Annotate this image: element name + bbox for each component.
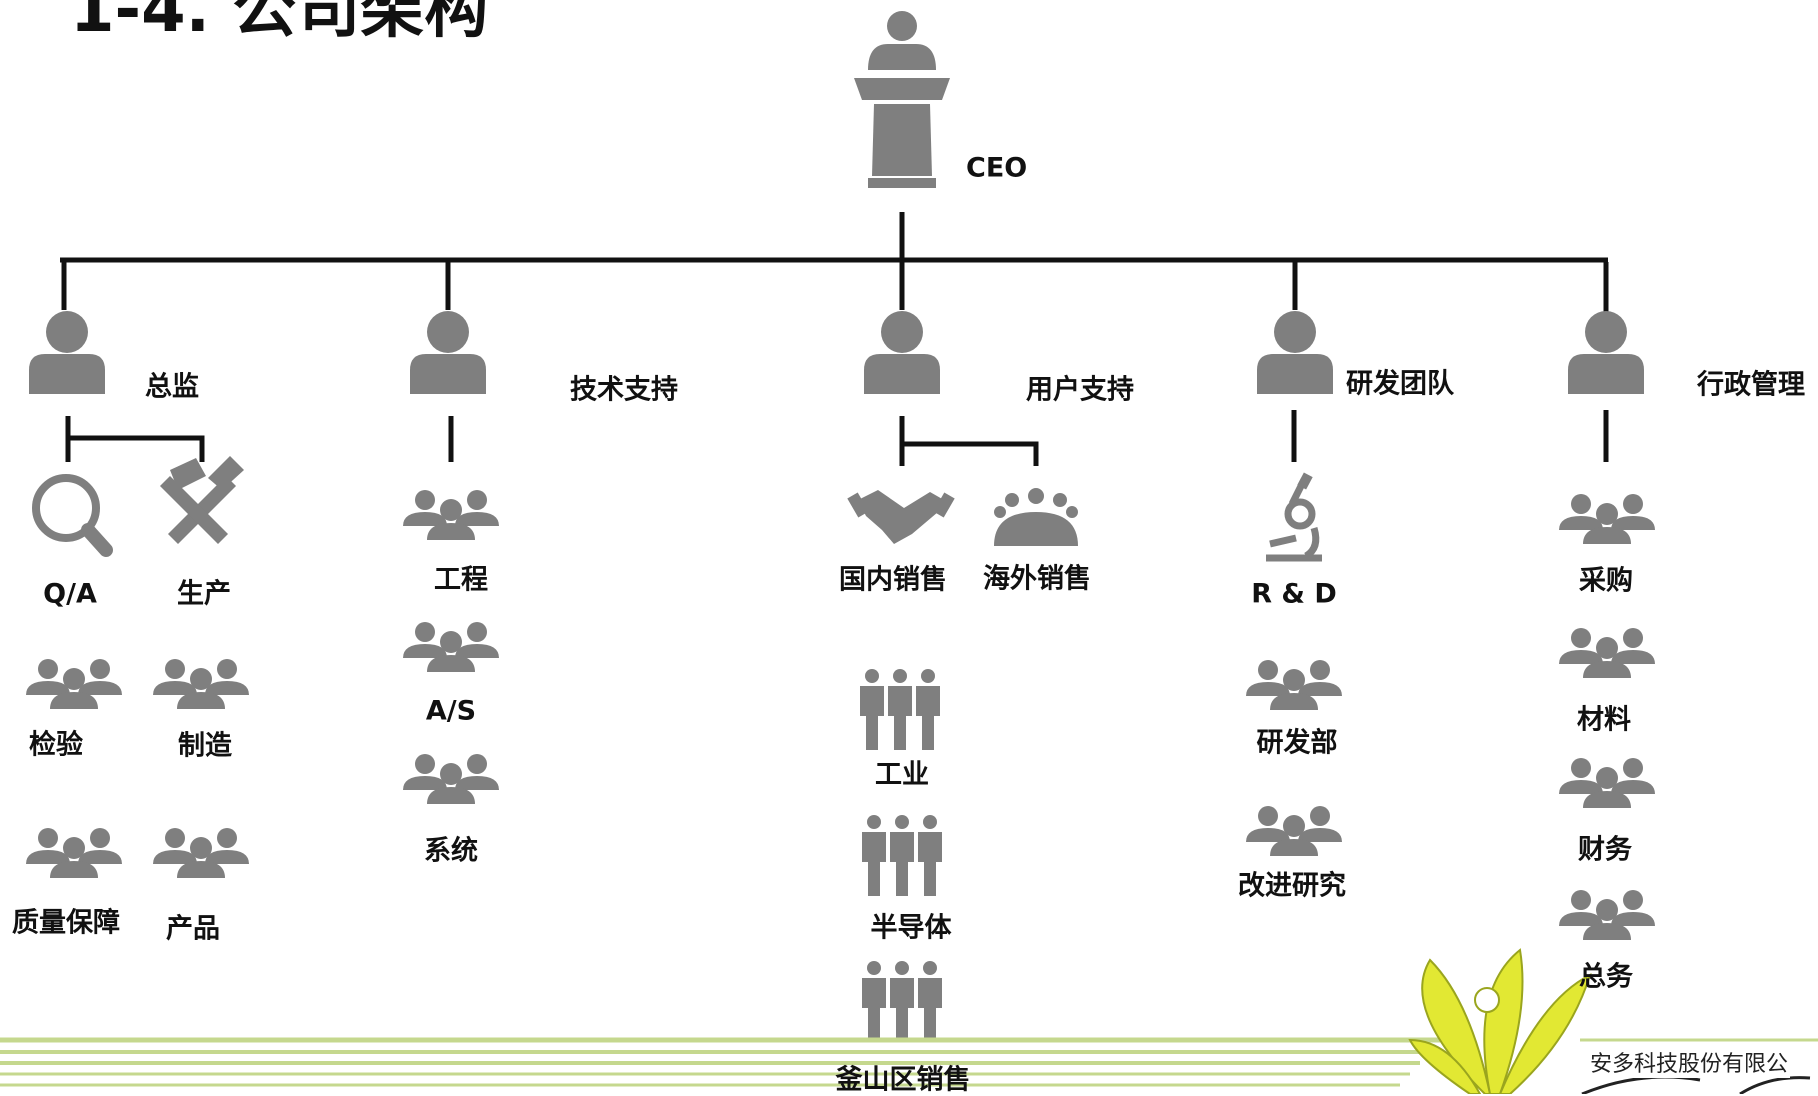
team-label-product: 产品 xyxy=(166,913,220,945)
group-icon xyxy=(1559,494,1655,544)
team-label-general-affairs: 总务 xyxy=(1579,961,1633,993)
group-icon xyxy=(403,754,499,804)
group-icon xyxy=(403,622,499,672)
group-icon xyxy=(1559,890,1655,940)
hammer-pick-icon xyxy=(160,456,244,544)
team-label-engineering: 工程 xyxy=(434,564,488,596)
team-label-quality-assurance: 质量保障 xyxy=(12,907,120,939)
team-label-improvement-research: 改进研究 xyxy=(1238,870,1346,902)
meeting-icon xyxy=(994,488,1078,546)
group-icon xyxy=(26,659,122,709)
team-label-manufacturing: 制造 xyxy=(178,730,232,762)
group-icon xyxy=(1246,660,1342,710)
division-label-rnd-team: 研发团队 xyxy=(1346,368,1454,400)
person-icon xyxy=(410,311,486,394)
team-label-as: A/S xyxy=(425,695,477,727)
unit-label-overseas-sales: 海外销售 xyxy=(983,563,1091,595)
division-label-user-support: 用户支持 xyxy=(1026,374,1134,406)
group-icon xyxy=(153,659,249,709)
group-icon xyxy=(1559,758,1655,808)
crowd-icon xyxy=(862,815,942,896)
team-label-rnd-dept: 研发部 xyxy=(1256,727,1338,759)
person-icon xyxy=(29,311,105,394)
company-name: 安多科技股份有限公 xyxy=(1588,1046,1791,1078)
ceo-label: CEO xyxy=(966,152,1028,184)
team-label-busan-sales: 釜山区销售 xyxy=(835,1064,971,1096)
crowd-icon xyxy=(862,961,942,1042)
group-icon xyxy=(403,490,499,540)
person-icon xyxy=(1257,311,1333,394)
flower-logo xyxy=(1408,948,1811,1094)
team-label-inspection: 检验 xyxy=(29,729,83,761)
team-label-purchasing: 采购 xyxy=(1579,565,1633,597)
footer-stripes xyxy=(0,1037,1818,1087)
team-label-finance: 财务 xyxy=(1578,834,1632,866)
podium-speaker-icon xyxy=(854,11,950,188)
team-label-semiconductor: 半导体 xyxy=(870,912,952,944)
team-label-system: 系统 xyxy=(424,835,478,867)
person-icon xyxy=(1568,311,1644,394)
connector-lines xyxy=(60,212,1609,466)
team-label-materials: 材料 xyxy=(1577,704,1631,736)
unit-label-domestic-sales: 国内销售 xyxy=(839,564,947,596)
division-label-tech-support: 技术支持 xyxy=(570,374,678,406)
team-label-industrial: 工业 xyxy=(875,759,929,791)
page-title: 1-4. 公司架构 xyxy=(70,0,489,47)
group-icon xyxy=(153,828,249,878)
unit-label-qa: Q/A xyxy=(43,578,97,610)
division-label-admin: 行政管理 xyxy=(1697,369,1805,401)
group-icon xyxy=(26,828,122,878)
crowd-icon xyxy=(860,669,940,750)
group-icon xyxy=(1559,628,1655,678)
microscope-icon xyxy=(1266,478,1322,562)
group-icon xyxy=(1246,806,1342,856)
unit-label-production: 生产 xyxy=(177,578,231,610)
handshake-icon xyxy=(847,490,955,544)
magnifier-icon xyxy=(32,474,113,557)
division-label-director: 总监 xyxy=(145,371,199,403)
unit-label-rnd: R & D xyxy=(1251,578,1337,610)
person-icon xyxy=(864,311,940,394)
